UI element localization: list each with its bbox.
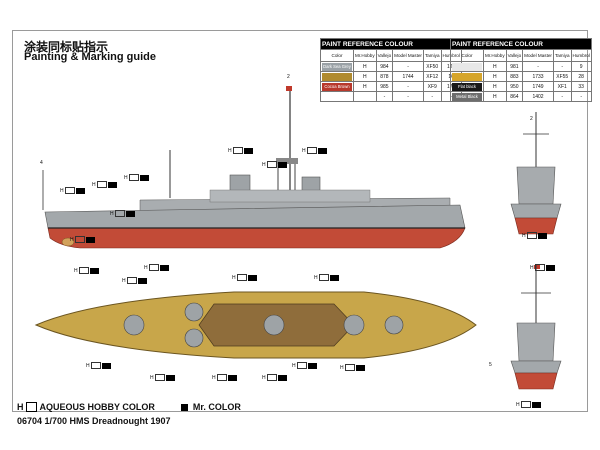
color-callout: H xyxy=(516,401,541,408)
col-header: Vallejo xyxy=(505,49,524,62)
aqueous-box xyxy=(25,402,37,412)
paint-reference-table-1: PAINT REFERENCE COLOUR Color Mr.Hobby Va… xyxy=(320,38,462,102)
color-callout: H xyxy=(340,364,365,371)
color-callout: H xyxy=(74,267,99,274)
part-number: 2 xyxy=(530,116,533,122)
col-header: Vallejo xyxy=(375,49,394,62)
hobby-cell: H xyxy=(483,81,507,92)
humbrol-cell: 28 xyxy=(570,71,592,82)
model_master-cell: - xyxy=(522,61,554,72)
col-header: Color xyxy=(450,49,484,62)
humbrol-cell: 33 xyxy=(570,81,592,92)
vallejo-cell: - xyxy=(375,91,394,102)
ship-front-view xyxy=(510,112,562,235)
tamiya-cell: XF55 xyxy=(552,71,572,82)
color-swatch: Flat black xyxy=(452,82,482,91)
part-number: 5 xyxy=(489,362,492,368)
tamiya-cell: - xyxy=(552,91,572,102)
color-callout: H xyxy=(232,274,257,281)
hobby-cell: H xyxy=(483,71,507,82)
kit-title: 06704 1/700 HMS Dreadnought 1907 xyxy=(17,416,171,426)
col-header: Model Master xyxy=(392,49,424,62)
col-header: Mr.Hobby xyxy=(483,49,507,62)
col-header: Color xyxy=(320,49,354,62)
color-swatch: Dark Sea Grey xyxy=(322,62,352,71)
part-number: 2 xyxy=(287,74,290,80)
color-callout: H xyxy=(70,236,95,243)
hobby-cell: H xyxy=(483,61,507,72)
color-callout: H xyxy=(262,161,287,168)
swatch-cell xyxy=(320,91,354,102)
color-callout: H xyxy=(124,174,149,181)
paint-reference-table-2: PAINT REFERENCE COLOUR Color Mr.Hobby Va… xyxy=(450,38,592,102)
model_master-cell: 1733 xyxy=(522,71,554,82)
col-header: Model Master xyxy=(522,49,554,62)
color-callout: H xyxy=(92,181,117,188)
color-callout: H xyxy=(262,374,287,381)
color-callout: H xyxy=(110,210,135,217)
color-callout: H xyxy=(212,374,237,381)
table-title: PAINT REFERENCE COLOUR xyxy=(320,38,462,50)
swatch-cell: Metal Black xyxy=(450,91,484,102)
title-chinese: 涂装同标贴指示 xyxy=(24,40,109,54)
aqueous-label: AQUEOUS HOBBY COLOR xyxy=(39,402,155,412)
col-header: Humbrol xyxy=(570,49,592,62)
color-swatch: Cocoa Brown xyxy=(322,82,352,91)
color-callout: H xyxy=(292,362,317,369)
title-english: Painting & Marking guide xyxy=(24,51,157,63)
humbrol-cell: - xyxy=(570,91,592,102)
color-callout: H xyxy=(60,187,85,194)
model_master-cell: - xyxy=(392,91,424,102)
tamiya-cell: XF1 xyxy=(552,81,572,92)
color-callout: H xyxy=(302,147,327,154)
vallejo-cell: 981 xyxy=(505,61,524,72)
ship-side-profile xyxy=(42,86,466,249)
col-header: Tamiya xyxy=(422,49,442,62)
hobby-cell: H xyxy=(483,91,507,102)
color-callout: H xyxy=(86,362,111,369)
col-header: Tamiya xyxy=(552,49,572,62)
col-header: Mr.Hobby xyxy=(353,49,377,62)
color-callout: H xyxy=(150,374,175,381)
vallejo-cell: 883 xyxy=(505,71,524,82)
color-callout: H xyxy=(122,277,147,284)
color-callout: H xyxy=(228,147,253,154)
color-callout: H xyxy=(530,264,555,271)
tamiya-cell: - xyxy=(552,61,572,72)
humbrol-cell: 9 xyxy=(570,61,592,72)
mr-color-square xyxy=(180,403,188,411)
aqueous-h-mark: H xyxy=(17,402,24,412)
part-number: 4 xyxy=(40,160,43,166)
model_master-cell: 1749 xyxy=(522,81,554,92)
table-title: PAINT REFERENCE COLOUR xyxy=(450,38,592,50)
color-callout: H xyxy=(144,264,169,271)
color-swatch xyxy=(452,72,482,81)
paint-legend: H AQUEOUS HOBBY COLOR Mr. COLOR xyxy=(17,402,241,412)
model_master-cell: 1402 xyxy=(522,91,554,102)
mr-color-label: Mr. COLOR xyxy=(192,402,241,412)
ship-top-view xyxy=(34,291,477,359)
vallejo-cell: 950 xyxy=(505,81,524,92)
color-callout: H xyxy=(314,274,339,281)
ship-rear-view xyxy=(510,265,562,390)
color-swatch xyxy=(322,72,352,81)
color-swatch: Metal Black xyxy=(452,92,482,101)
vallejo-cell: 864 xyxy=(505,91,524,102)
color-swatch xyxy=(452,62,482,71)
color-callout: H xyxy=(522,232,547,239)
